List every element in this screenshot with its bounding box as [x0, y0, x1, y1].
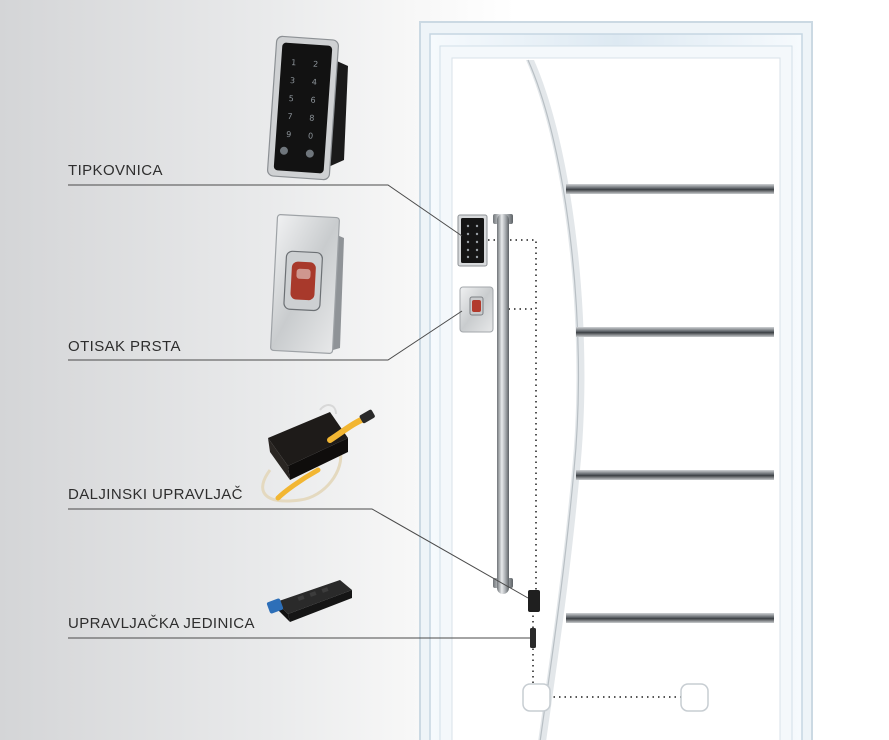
- svg-text:4: 4: [312, 78, 318, 87]
- svg-text:9: 9: [286, 130, 292, 139]
- control-unit-icon: [266, 580, 352, 622]
- svg-text:1: 1: [291, 58, 297, 67]
- keypad-mounted-icon: [457, 214, 488, 267]
- label-control-unit: UPRAVLJAČKA JEDINICA: [68, 615, 255, 632]
- svg-text:5: 5: [288, 94, 294, 103]
- svg-text:0: 0: [308, 131, 314, 140]
- steel-inlay-4: [566, 613, 774, 623]
- handle-bar: [497, 214, 509, 594]
- steel-inlay-3: [576, 470, 774, 480]
- door: [419, 21, 813, 740]
- svg-text:6: 6: [310, 96, 316, 105]
- leader-fingerprint: [68, 310, 463, 361]
- svg-text:7: 7: [287, 112, 293, 121]
- label-fingerprint: OTISAK PRSTA: [68, 338, 181, 355]
- label-remote: DALJINSKI UPRAVLJAČ: [68, 486, 243, 503]
- leader-lines: [68, 184, 530, 639]
- fingerprint-mounted-icon: [459, 286, 494, 333]
- steel-inlay-2: [576, 327, 774, 337]
- wiring: [488, 239, 690, 698]
- keypad-icon: 1 2 3 4 5 6 7 8 9 0: [266, 35, 348, 181]
- steel-inlay-1: [566, 184, 774, 194]
- control-unit-mounted-icon: [530, 628, 536, 648]
- svg-text:8: 8: [309, 113, 315, 122]
- door-curve-shadow: [527, 59, 580, 740]
- hinge-pad-left: [522, 683, 551, 712]
- leader-keypad: [68, 184, 463, 237]
- receiver-mounted-icon: [528, 590, 540, 612]
- fingerprint-icon: [270, 214, 344, 354]
- remote-receiver-icon: [261, 404, 375, 503]
- svg-text:3: 3: [290, 76, 296, 85]
- label-keypad: TIPKOVNICA: [68, 162, 163, 179]
- hinge-pad-right: [680, 683, 709, 712]
- leader-remote: [68, 508, 529, 599]
- svg-text:2: 2: [313, 60, 319, 69]
